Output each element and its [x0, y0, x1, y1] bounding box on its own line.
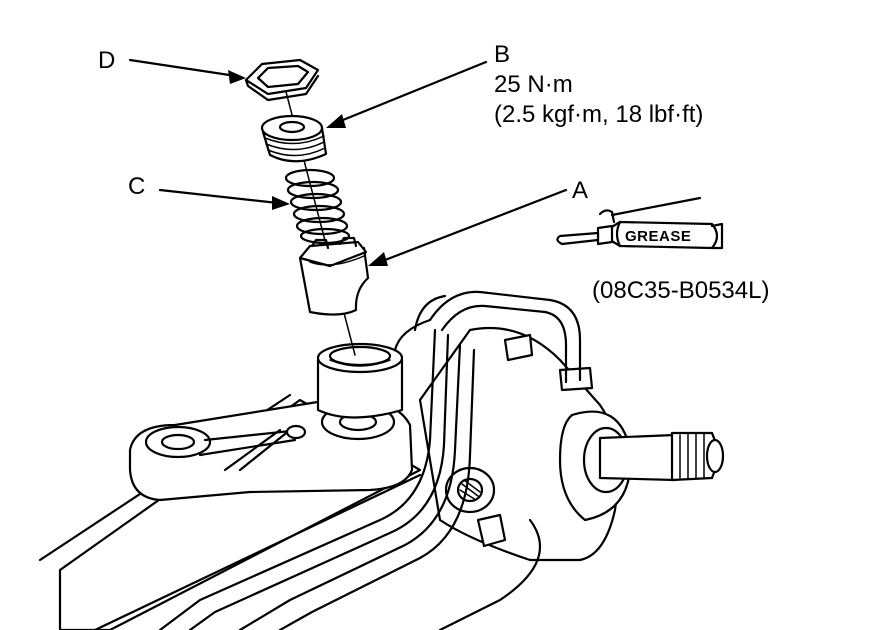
part-d-locknut: [244, 58, 320, 102]
label-b: B: [494, 41, 510, 68]
steering-gearbox-housing: [38, 290, 725, 630]
grease-label: GREASE: [625, 228, 691, 245]
label-d: D: [98, 47, 115, 74]
label-c: C: [128, 173, 145, 200]
torque-spec-nm: 25 N·m: [494, 71, 573, 98]
torque-spec-kgf-lbf: (2.5 kgf·m, 18 lbf·ft): [494, 101, 703, 128]
grease-part-number: (08C35-B0534L): [592, 277, 769, 304]
label-a: A: [572, 177, 588, 204]
grease-tube-icon: GREASE: [556, 196, 724, 250]
part-b-rack-guide-screw: [260, 114, 328, 163]
part-c-spring: [284, 168, 351, 245]
leader-arrows: [128, 58, 568, 266]
part-a-rack-guide: [298, 236, 370, 316]
